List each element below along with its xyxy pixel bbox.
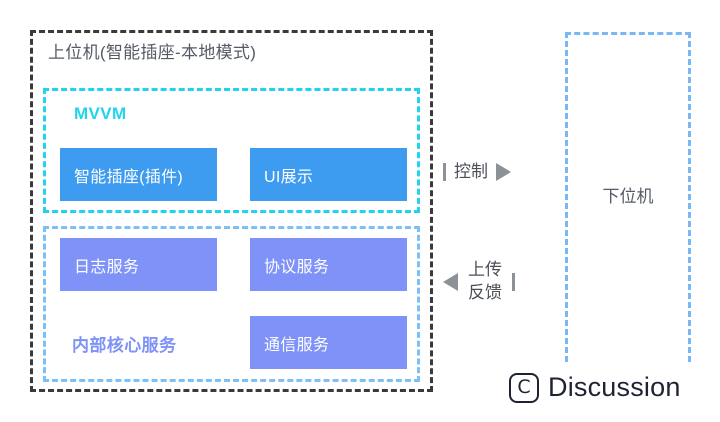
- device-machine-title: 下位机: [602, 187, 654, 206]
- connector-upload-feedback: 上传 反馈: [443, 250, 515, 314]
- discussion-watermark-text: Discussion: [548, 372, 681, 402]
- control-connector-label: 控制: [454, 161, 488, 181]
- block-communication-service[interactable]: 通信服务: [250, 316, 407, 369]
- control-connector-tick: [443, 163, 446, 181]
- host-machine-title: 上位机(智能插座-本地模式): [48, 43, 257, 62]
- connector-control: 控制: [443, 158, 511, 186]
- core-services-title: 内部核心服务: [72, 336, 177, 355]
- upload-connector-tick: [512, 273, 515, 291]
- mvvm-layer-title: MVVM: [74, 104, 127, 123]
- upload-connector-label-line1: 上传: [468, 260, 502, 280]
- discussion-watermark: C Discussion: [509, 372, 681, 403]
- upload-connector-label: 上传 反馈: [468, 259, 502, 305]
- upload-connector-label-line2: 反馈: [468, 283, 502, 302]
- device-machine-frame: [565, 32, 691, 362]
- block-log-service[interactable]: 日志服务: [60, 238, 217, 291]
- block-smart-socket-plugin[interactable]: 智能插座(插件): [60, 148, 217, 201]
- control-arrow-right-icon: [496, 163, 511, 181]
- upload-arrow-left-icon: [443, 273, 458, 291]
- block-protocol-service[interactable]: 协议服务: [250, 238, 407, 291]
- discussion-logo-icon: C: [509, 372, 539, 403]
- block-ui-display[interactable]: UI展示: [250, 148, 407, 201]
